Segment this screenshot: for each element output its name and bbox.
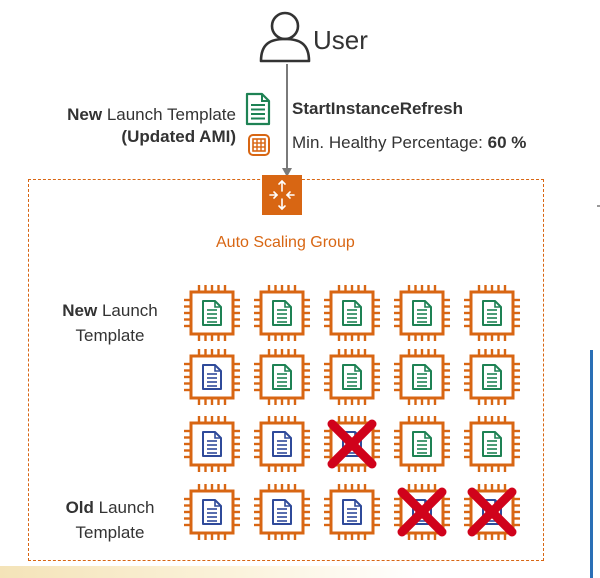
new-launch-template-label: New Launch Template	[40, 104, 236, 126]
bottom-decor-strip	[0, 566, 600, 578]
ec2-instance-old-r3-c0	[184, 484, 240, 540]
ec2-instance-old-r3-c4	[464, 484, 520, 540]
new-side-keyword: New	[62, 301, 98, 320]
old-side-line1: Old Launch	[40, 495, 180, 520]
min-healthy-value: 60 %	[487, 133, 527, 152]
launch-template-doc-icon	[245, 92, 271, 126]
ec2-instance-new-r1-c3	[394, 349, 450, 405]
ec2-instance-old-r2-c2	[324, 416, 380, 472]
min-healthy-percentage-label: Min. Healthy Percentage: 60 %	[292, 132, 526, 154]
ec2-instance-old-r3-c3	[394, 484, 450, 540]
ec2-instance-old-r3-c1	[254, 484, 310, 540]
ec2-instance-old-r3-c2	[324, 484, 380, 540]
old-side-keyword: Old	[65, 498, 94, 517]
launch-template-text: Launch Template	[102, 105, 236, 124]
arrow-line	[286, 64, 288, 171]
new-side-line2: Template	[75, 326, 145, 345]
ec2-instance-new-r0-c1	[254, 285, 310, 341]
ec2-instance-new-r0-c3	[394, 285, 450, 341]
ec2-instance-old-r2-c0	[184, 416, 240, 472]
ec2-instance-new-r1-c1	[254, 349, 310, 405]
min-healthy-text: Min. Healthy Percentage:	[292, 133, 488, 152]
user-icon	[259, 11, 311, 63]
start-instance-refresh-label: StartInstanceRefresh	[292, 99, 464, 118]
ec2-instance-new-r1-c4	[464, 349, 520, 405]
ec2-instance-new-r2-c3	[394, 416, 450, 472]
old-side-line2: Template	[75, 523, 145, 542]
right-decor-bar	[590, 350, 593, 578]
ec2-instance-new-r0-c2	[324, 285, 380, 341]
new-keyword: New	[67, 105, 103, 124]
ec2-instance-new-r0-c4	[464, 285, 520, 341]
old-side-rest: Launch	[93, 498, 155, 517]
new-side-rest: Launch	[97, 301, 158, 320]
ec2-instance-new-r2-c4	[464, 416, 520, 472]
old-launch-template-side-label: Old Launch Template	[40, 495, 180, 545]
auto-scaling-icon	[262, 175, 302, 215]
ec2-instance-new-r1-c2	[324, 349, 380, 405]
arrow-head	[282, 168, 292, 177]
auto-scaling-group-label: Auto Scaling Group	[216, 234, 355, 251]
ami-icon	[248, 134, 270, 156]
right-decor-dot	[597, 205, 600, 207]
ec2-instance-old-r2-c1	[254, 416, 310, 472]
ec2-instance-new-r0-c0	[184, 285, 240, 341]
ec2-instance-old-r1-c0	[184, 349, 240, 405]
new-side-line1: New Launch	[40, 298, 180, 323]
new-launch-template-side-label: New Launch Template	[40, 298, 180, 348]
updated-ami-label: (Updated AMI)	[121, 127, 236, 146]
user-label: User	[313, 25, 368, 55]
